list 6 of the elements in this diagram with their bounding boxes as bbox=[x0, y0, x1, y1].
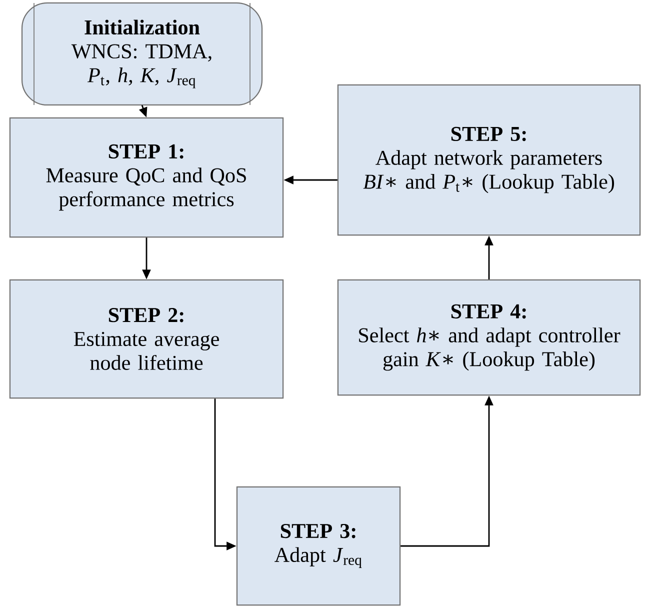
process-box: STEP 4: Select h∗ and adapt controller gain K∗ (Lookup Table) bbox=[337, 279, 641, 396]
process-box: STEP 3: Adapt J$_{req}$ bbox=[236, 486, 401, 606]
process-box: STEP 1: Measure QoC and QoS performance metrics bbox=[9, 117, 284, 238]
process-box: STEP 5: Adapt network parameters BI∗ and P$_{t}$∗ (Lookup Table) bbox=[337, 84, 641, 236]
process-box: STEP 2: Estimate average node lifetime bbox=[9, 279, 284, 399]
terminator-box: Initialization WNCS: TDMA, P$_{t}$, h, K, J$_{req}$ bbox=[21, 2, 263, 106]
